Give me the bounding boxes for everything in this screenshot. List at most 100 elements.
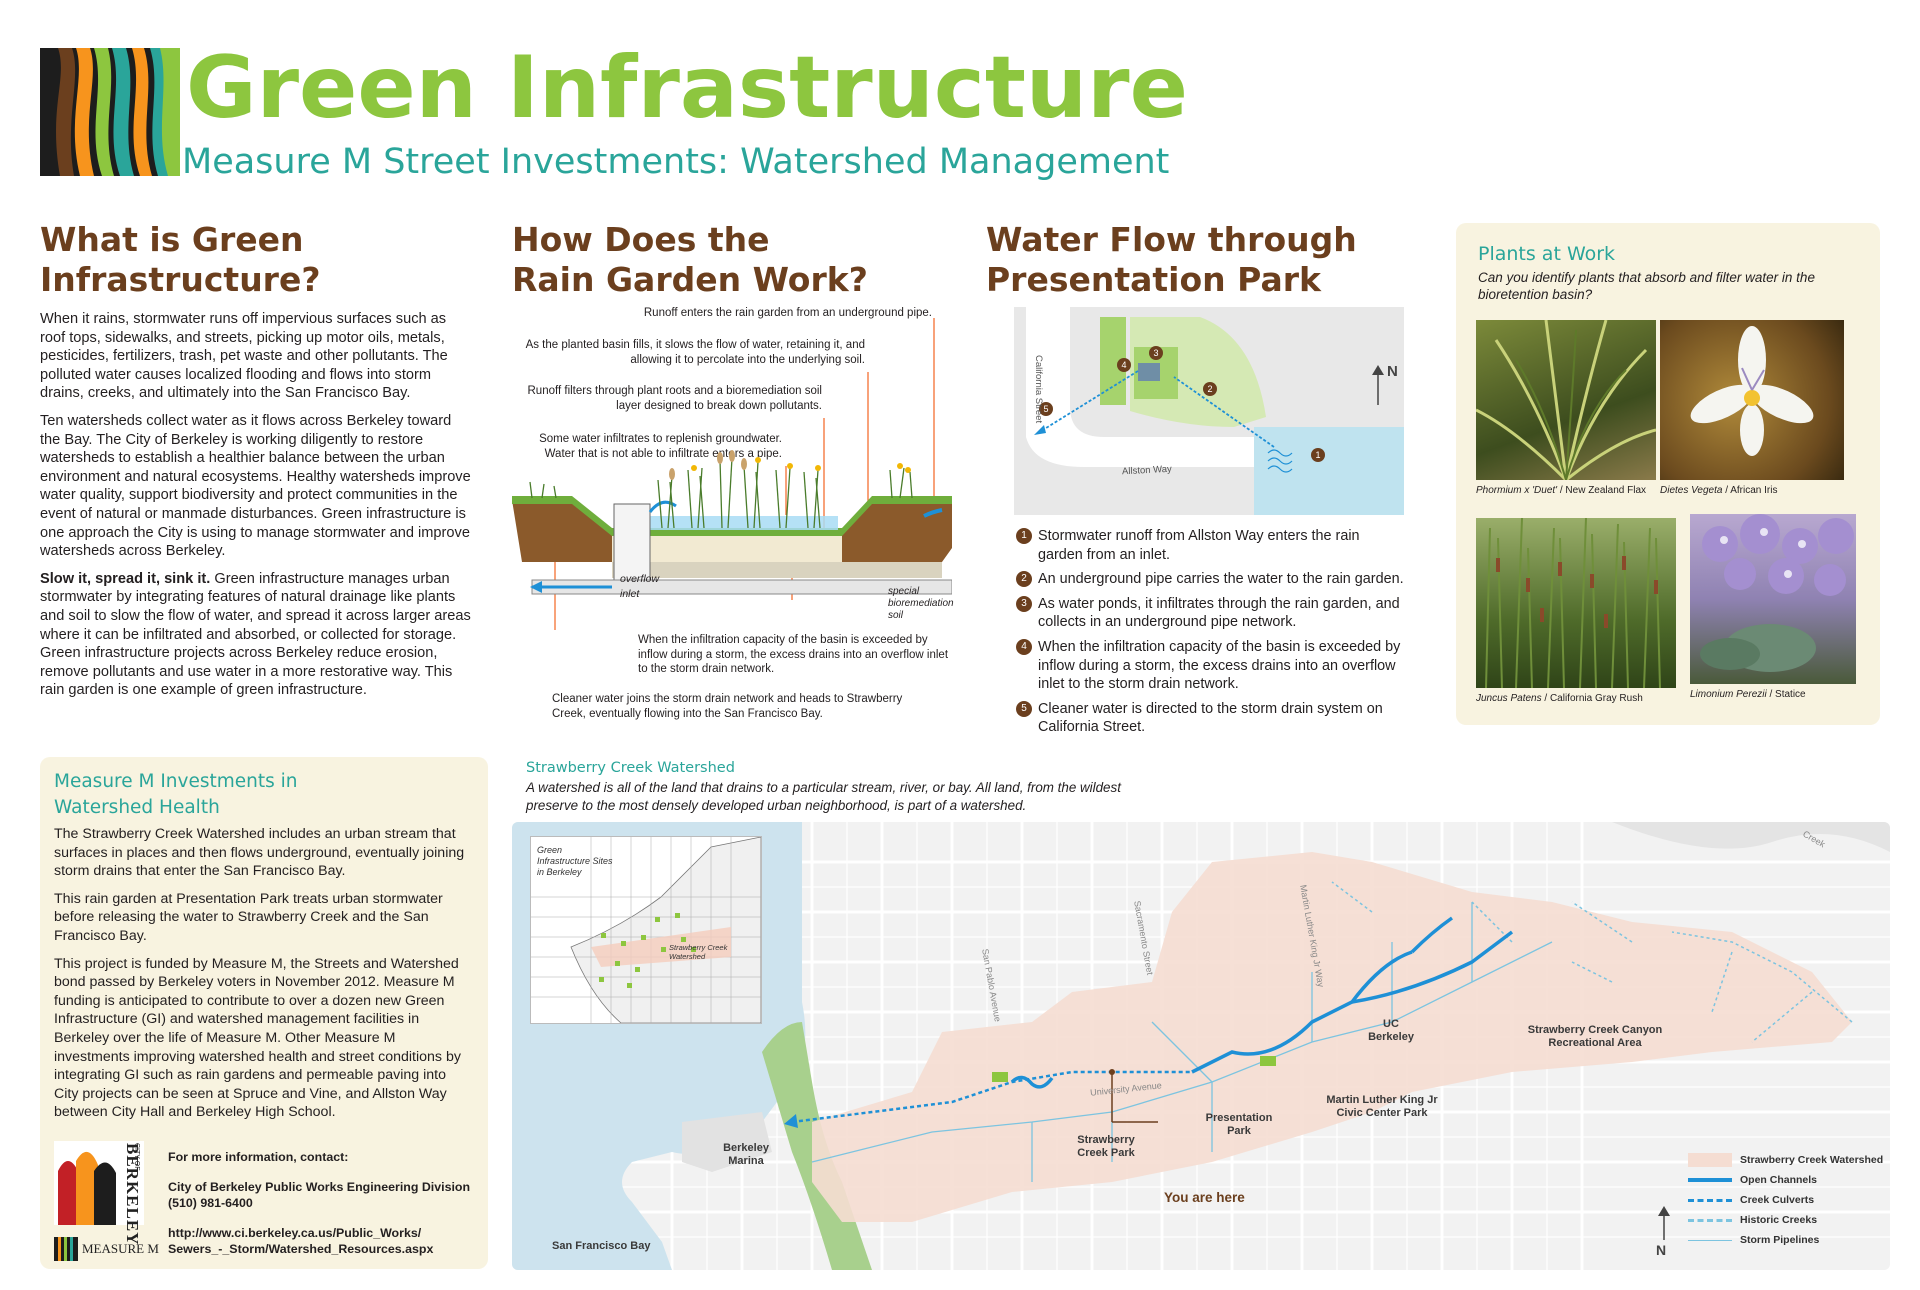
paragraph-text: Green infrastructure manages urban storm… bbox=[40, 570, 471, 699]
contact-heading: For more information, contact: bbox=[168, 1150, 349, 1164]
watershed-description: A watershed is all of the land that drai… bbox=[526, 780, 1121, 813]
svg-text:2: 2 bbox=[1207, 384, 1212, 394]
step-text: When the infiltration capacity of the ba… bbox=[1038, 638, 1401, 693]
plant-common: / California Gray Rush bbox=[1541, 693, 1643, 704]
plant-latin: Limonium Perezii bbox=[1690, 689, 1767, 700]
page-title: Green Infrastructure bbox=[186, 38, 1188, 138]
step-text: An underground pipe carries the water to… bbox=[1038, 571, 1404, 588]
label-strawberry-creek-park: Strawberry Creek Park bbox=[1077, 1134, 1135, 1159]
rush-stems-icon bbox=[1485, 518, 1661, 688]
plant-caption: Limonium Perezii / Statice bbox=[1690, 689, 1870, 700]
bioremediation-soil-label: special bioremediation soil bbox=[888, 586, 954, 621]
flow-step: 1 Stormwater runoff from Allston Way ente… bbox=[1016, 527, 1406, 564]
step-number: 2 bbox=[1016, 571, 1032, 588]
legend-label: Open Channels bbox=[1740, 1174, 1818, 1186]
label-you-are-here: You are here bbox=[1164, 1190, 1245, 1205]
section-what-is-gi: What is Green Infrastructure? When it ra… bbox=[40, 220, 472, 709]
measure-m-logo: MEASURE M bbox=[54, 1237, 159, 1261]
legend-label: Creek Culverts bbox=[1740, 1194, 1815, 1206]
step-number: 1 bbox=[1016, 528, 1032, 544]
paragraph: This rain garden at Presentation Park tr… bbox=[54, 890, 443, 944]
label-mlk-park: Martin Luther King Jr Civic Center Park bbox=[1326, 1094, 1438, 1119]
legend-label: Storm Pipelines bbox=[1740, 1234, 1820, 1246]
legend-label: Strawberry Creek Watershed bbox=[1740, 1154, 1884, 1166]
logo-berkeley: BERKELEY bbox=[123, 1143, 142, 1246]
step-text: As water ponds, it infiltrates through t… bbox=[1038, 595, 1400, 631]
measure-m-stripes-icon bbox=[54, 1237, 78, 1261]
contact-block: For more information, contact: City of B… bbox=[168, 1149, 478, 1257]
plant-latin: Dietes Vegeta bbox=[1660, 485, 1723, 496]
plant-photo-rush bbox=[1476, 518, 1676, 688]
section-heading: What is Green Infrastructure? bbox=[40, 220, 321, 299]
contact-url-line2[interactable]: Sewers_-_Storm/Watershed_Resources.aspx bbox=[168, 1242, 434, 1256]
measure-m-panel: Measure M Investments in Watershed Healt… bbox=[40, 757, 488, 1269]
step-number: 5 bbox=[1016, 700, 1032, 717]
plants-question: Can you identify plants that absorb and … bbox=[1478, 270, 1815, 302]
bold-lead: Slow it, spread it, sink it. bbox=[40, 570, 211, 587]
label-presentation-park: Presentation Park bbox=[1205, 1112, 1273, 1137]
inset-map-svg bbox=[531, 837, 761, 1023]
callout-runoff-enters: Runoff enters the rain garden from an un… bbox=[643, 307, 932, 319]
contact-org: City of Berkeley Public Works Engineerin… bbox=[168, 1180, 471, 1194]
watershed-heading: Strawberry Creek Watershed bbox=[526, 760, 735, 776]
plant-caption: Phormium x 'Duet' / New Zealand Flax bbox=[1476, 485, 1666, 496]
overflow-inlet-label: overflow inlet bbox=[620, 573, 660, 600]
section-heading-line2: Rain Garden Work? bbox=[512, 260, 868, 299]
plants-panel: Plants at Work Can you identify plants t… bbox=[1456, 223, 1880, 725]
legend-swatch-watershed bbox=[1688, 1153, 1732, 1167]
step-text: Stormwater runoff from Allston Way enter… bbox=[1038, 528, 1360, 563]
street-label-california: California Street bbox=[1033, 355, 1044, 424]
legend-label: Historic Creeks bbox=[1740, 1214, 1818, 1226]
watershed-map: Green Infrastructure Sites in Berkeley S… bbox=[512, 822, 1890, 1270]
section-body: When it rains, stormwater runs off imper… bbox=[40, 310, 472, 700]
plants-heading: Plants at Work bbox=[1478, 243, 1616, 265]
paragraph: This project is funded by Measure M, the… bbox=[54, 955, 461, 1121]
plant-common: / Statice bbox=[1766, 689, 1806, 700]
flow-steps-list: 1 Stormwater runoff from Allston Way ente… bbox=[1016, 527, 1406, 743]
paragraph: When it rains, stormwater runs off imper… bbox=[40, 311, 448, 402]
north-arrow-icon bbox=[1658, 1206, 1670, 1240]
step-number: 4 bbox=[1016, 638, 1032, 655]
label-uc-berkeley: UC Berkeley bbox=[1368, 1018, 1414, 1043]
label-canyon: Strawberry Creek Canyon Recreational Are… bbox=[1527, 1024, 1663, 1049]
svg-text:3: 3 bbox=[1153, 348, 1158, 358]
section-heading-line2: Presentation Park bbox=[986, 260, 1321, 299]
wave-logo-icon bbox=[40, 48, 180, 176]
callout-filters: Runoff filters through plant roots and a… bbox=[527, 385, 823, 412]
section-heading-line1: How Does the bbox=[512, 220, 770, 259]
plant-photo-flax bbox=[1476, 320, 1656, 480]
legend-item: Strawberry Creek Watershed bbox=[1688, 1150, 1884, 1170]
label-berkeley-marina: Berkeley Marina bbox=[723, 1142, 769, 1167]
legend-swatch-historic bbox=[1688, 1218, 1732, 1222]
plant-latin: Phormium x 'Duet' bbox=[1476, 485, 1558, 496]
berkeley-logo: CITY OF BERKELEY MEASURE M bbox=[54, 1141, 159, 1265]
legend-item: Storm Pipelines bbox=[1688, 1230, 1884, 1250]
callout-cleaner-water: Cleaner water joins the storm drain netw… bbox=[552, 693, 903, 720]
svg-text:4: 4 bbox=[1121, 360, 1126, 370]
legend-item: Creek Culverts bbox=[1688, 1190, 1884, 1210]
callout-basin-fills: As the planted basin fills, it slows the… bbox=[525, 339, 865, 366]
flow-step: 4 When the infiltration capacity of the b… bbox=[1016, 638, 1406, 694]
iris-flower-icon bbox=[1690, 326, 1814, 456]
callout-overflow: When the infiltration capacity of the ba… bbox=[638, 634, 949, 675]
inset-map: Green Infrastructure Sites in Berkeley S… bbox=[530, 836, 762, 1024]
flax-leaves-icon bbox=[1476, 320, 1656, 480]
paragraph: Slow it, spread it, sink it. Green infra… bbox=[40, 570, 472, 700]
city-logo-icon bbox=[54, 1141, 144, 1225]
contact-phone: (510) 981-6400 bbox=[168, 1196, 253, 1210]
page-subtitle: Measure M Street Investments: Watershed … bbox=[182, 142, 1170, 182]
contact-url-line1[interactable]: http://www.ci.berkeley.ca.us/Public_Work… bbox=[168, 1226, 422, 1240]
legend-swatch-open bbox=[1688, 1178, 1732, 1182]
map-legend: Strawberry Creek Watershed Open Channels… bbox=[1688, 1150, 1884, 1250]
plant-common: / New Zealand Flax bbox=[1557, 485, 1647, 496]
legend-swatch-culverts bbox=[1688, 1198, 1732, 1202]
label-san-francisco-bay: San Francisco Bay bbox=[552, 1240, 651, 1252]
map-north-label: N bbox=[1656, 1242, 1667, 1258]
inset-watershed-label: Strawberry Creek Watershed bbox=[669, 943, 728, 961]
section-water-flow: Water Flow through Presentation Park bbox=[986, 220, 1406, 300]
plant-latin: Juncus Patens bbox=[1476, 693, 1542, 704]
plant-caption: Dietes Vegeta / African Iris bbox=[1660, 485, 1850, 496]
